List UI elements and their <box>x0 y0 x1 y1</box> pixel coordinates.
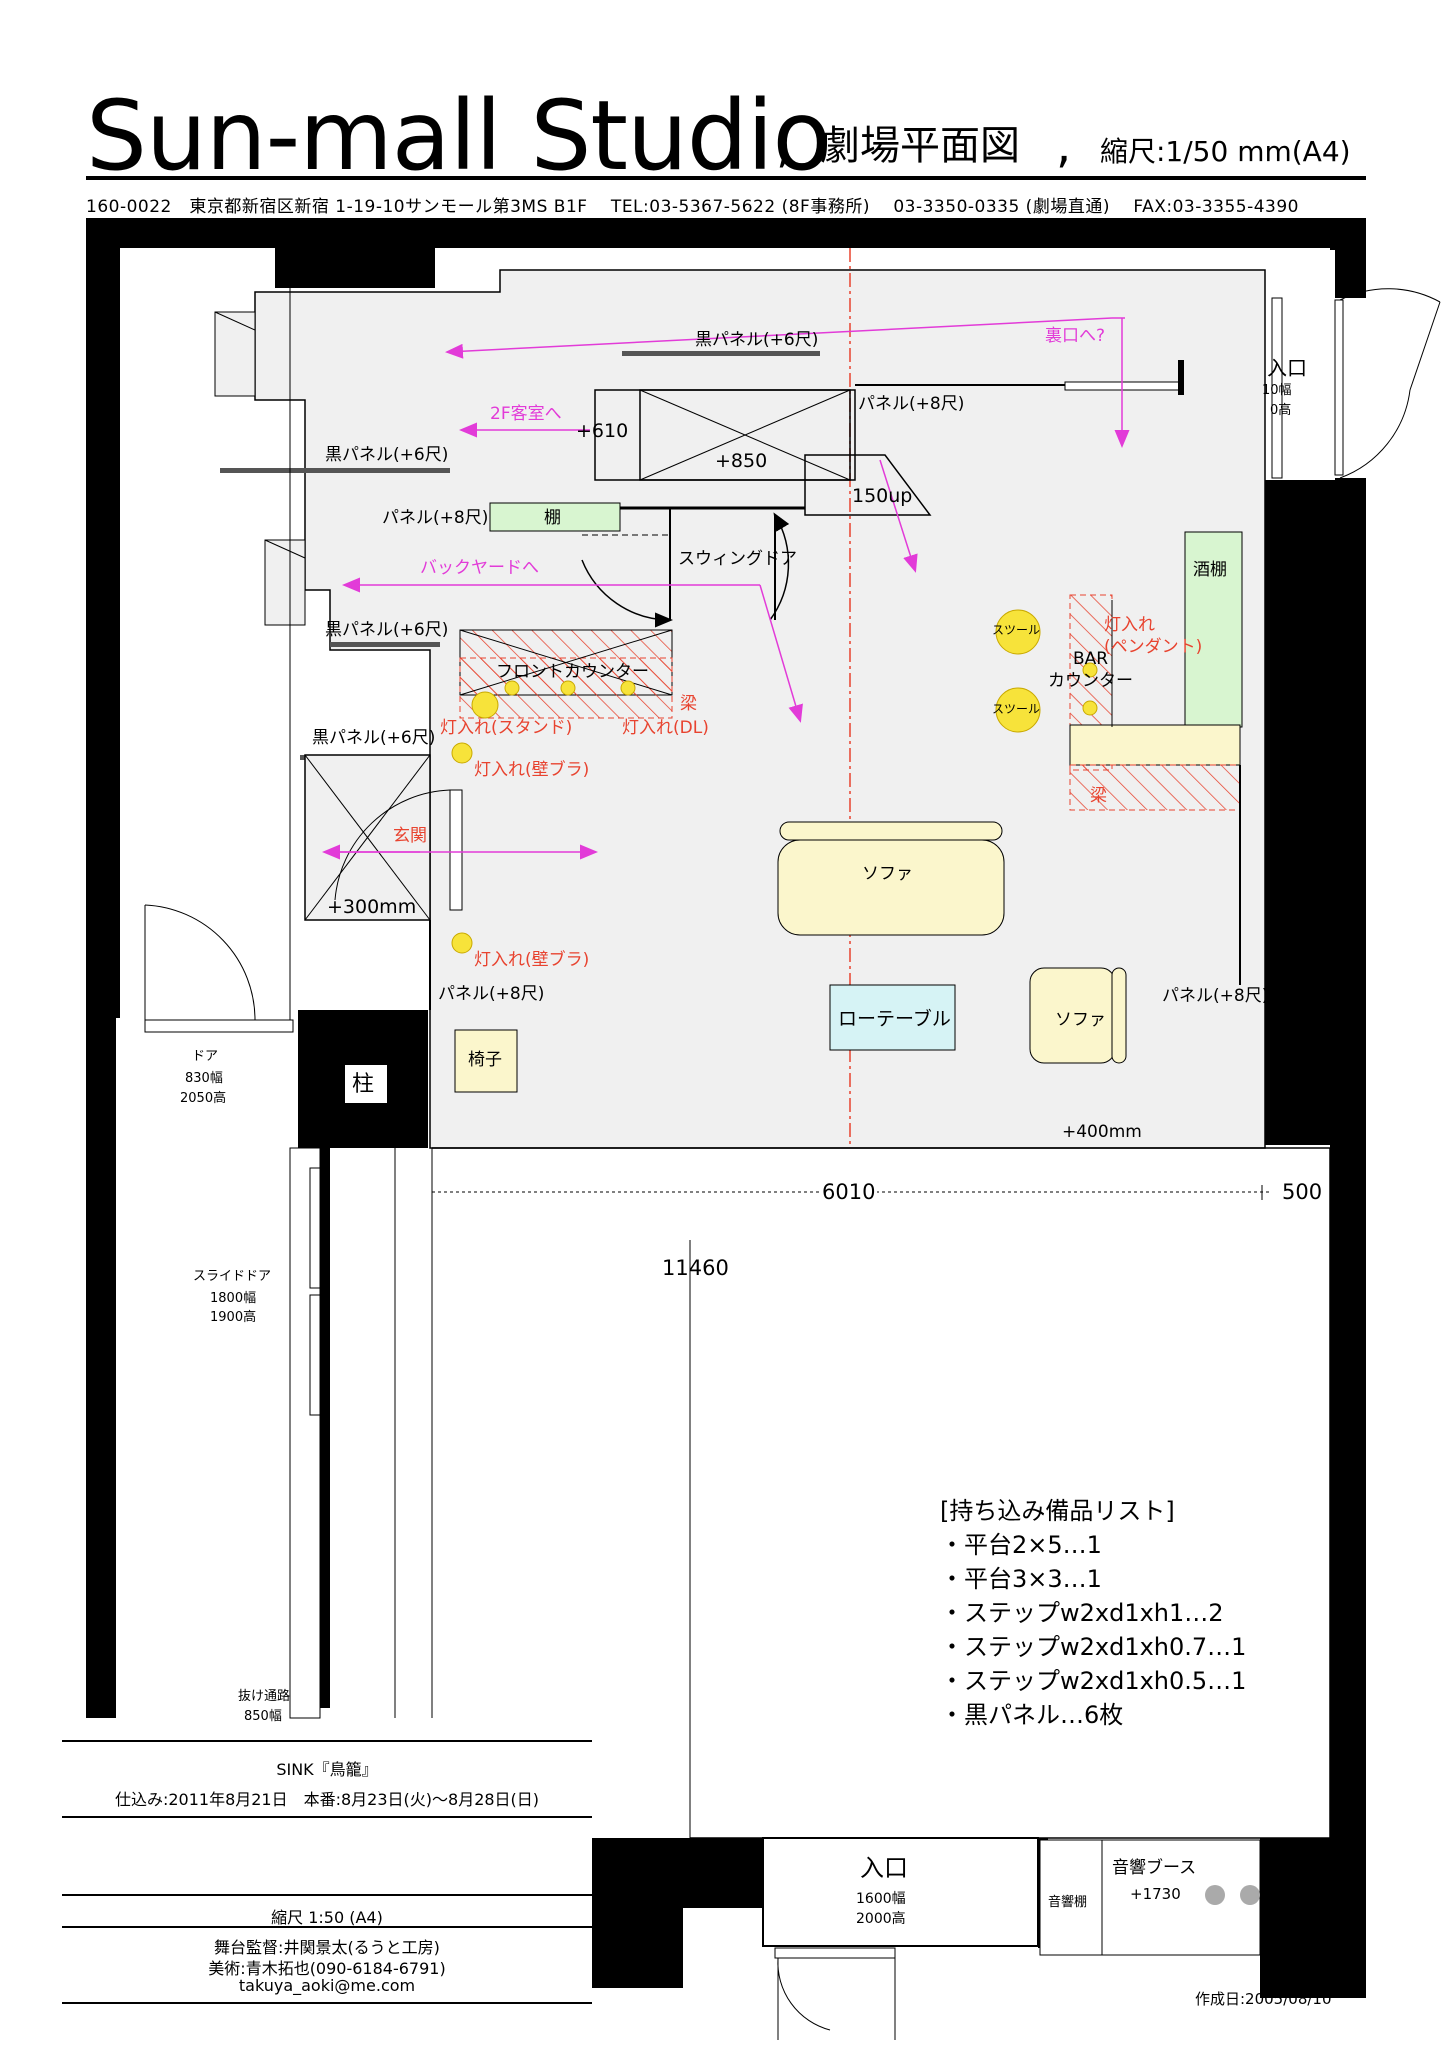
label-plus850: +850 <box>715 450 768 472</box>
label-sound-booth: 音響ブース <box>1112 1858 1197 1878</box>
label-door: ドア <box>192 1049 219 1064</box>
label-bar-counter: BAR カウンター <box>1048 649 1133 691</box>
label-entrance-top-right: 入口 <box>1267 356 1307 380</box>
label-sofa-2: ソファ <box>1055 1010 1106 1030</box>
label-plus300: +300mm <box>327 896 417 918</box>
label-black-panel-left2: 黒パネル(+6尺) <box>325 620 449 640</box>
label-light-wall-2: 灯入れ(壁ブラ) <box>474 950 590 970</box>
label-sofa-1: ソファ <box>862 864 913 884</box>
art-director: 美術:青木拓也(090-6184-6791) <box>208 1959 446 1978</box>
studio-title: Sun-mall Studio <box>86 80 831 192</box>
equipment-item: ・黒パネル…6枚 <box>940 1701 1124 1729</box>
label-door-height: 2050高 <box>180 1091 227 1106</box>
scale-separator: , <box>1056 118 1072 174</box>
equipment-item: ・平台2×5…1 <box>940 1531 1102 1559</box>
label-back-entrance: 裏口へ? <box>1045 326 1106 346</box>
label-light-wall-1: 灯入れ(壁ブラ) <box>474 760 590 780</box>
label-slide-door: スライドドア <box>193 1269 272 1284</box>
label-swing-door: スウィングドア <box>678 549 797 569</box>
title-separator: , <box>776 118 792 174</box>
equipment-item: ・ステップw2xd1xh0.7…1 <box>940 1633 1247 1661</box>
label-passage: 抜け通路 <box>238 1689 291 1704</box>
stage-manager: 舞台監督:井関景太(るうと工房) <box>214 1938 440 1957</box>
label-sound-booth-height: +1730 <box>1130 1885 1181 1903</box>
label-stool-2: スツール <box>992 702 1041 716</box>
dimension-11460: 11460 <box>662 1256 729 1280</box>
dimension-6010: 6010 <box>820 1180 878 1204</box>
label-door-width: 830幅 <box>185 1071 223 1086</box>
label-150up: 150up <box>852 485 913 507</box>
label-panel-8-right: パネル(+8尺) <box>1162 986 1269 1006</box>
label-light-pendant: 灯入れ (ペンダント) <box>1104 615 1203 657</box>
label-to-2f: 2F客室へ <box>490 404 562 424</box>
north-wall-block <box>275 218 435 288</box>
equipment-item: ・平台3×3…1 <box>940 1565 1102 1593</box>
label-plus610: +610 <box>576 420 629 442</box>
label-light-stand: 灯入れ(スタンド) <box>440 718 573 738</box>
header-rule <box>86 176 1366 180</box>
label-slide-door-width: 1800幅 <box>210 1291 257 1306</box>
label-entrance-top-right-height: 0高 <box>1270 403 1292 418</box>
label-black-panel-top: 黒パネル(+6尺) <box>695 330 819 350</box>
production-title: SINK『鳥籠』 <box>276 1760 378 1779</box>
label-panel-8-bottom: パネル(+8尺) <box>438 984 545 1004</box>
dimension-500: 500 <box>1282 1180 1323 1204</box>
label-beam-2: 梁 <box>1090 786 1107 806</box>
address-line: 160-0022 東京都新宿区新宿 1-19-10サンモール第3MS B1F T… <box>86 197 1300 217</box>
label-entrance-bottom-width: 1600幅 <box>856 1891 906 1907</box>
label-panel-8-left: パネル(+8尺) <box>382 508 489 528</box>
label-black-panel-left3: 黒パネル(+6尺) <box>312 728 436 748</box>
label-plus400: +400mm <box>1062 1122 1142 1142</box>
label-pillar: 柱 <box>352 1072 375 1097</box>
label-panel-8-top: パネル(+8尺) <box>858 394 965 414</box>
label-light-dl: 灯入れ(DL) <box>622 718 709 738</box>
label-slide-door-height: 1900高 <box>210 1310 257 1325</box>
created-date: 作成日:2005/08/10 <box>1195 1990 1332 2008</box>
label-liquor-shelf: 酒棚 <box>1193 560 1227 580</box>
contact-email: takuya_aoki@me.com <box>238 1976 416 1995</box>
label-shelf: 棚 <box>544 508 561 528</box>
label-entrance-bottom: 入口 <box>860 1854 908 1882</box>
plan-subtitle: 劇場平面図 <box>820 123 1020 169</box>
label-front-counter: フロントカウンター <box>496 662 649 682</box>
label-entrance-bottom-height: 2000高 <box>856 1911 906 1927</box>
label-chair: 椅子 <box>468 1050 502 1070</box>
schedule-line: 仕込み:2011年8月21日 本番:8月23日(火)〜8月28日(日) <box>114 1790 540 1809</box>
equipment-list-heading: [持ち込み備品リスト] <box>940 1497 1175 1525</box>
label-low-table: ローテーブル <box>838 1008 951 1030</box>
label-entrance-hall: 玄関 <box>393 826 427 846</box>
label-sound-shelf: 音響棚 <box>1048 1895 1088 1910</box>
info-box: SINK『鳥籠』 仕込み:2011年8月21日 本番:8月23日(火)〜8月28… <box>62 1740 592 2005</box>
equipment-item: ・ステップw2xd1xh1…2 <box>940 1599 1224 1627</box>
scale-label: 縮尺:1/50 mm(A4) <box>1100 135 1351 168</box>
equipment-list: [持ち込み備品リスト] ・平台2×5…1 ・平台3×3…1 ・ステップw2xd1… <box>940 1494 1246 1732</box>
label-black-panel-left1: 黒パネル(+6尺) <box>325 445 449 465</box>
info-scale: 縮尺 1:50 (A4) <box>271 1908 383 1927</box>
label-entrance-top-right-width: 10幅 <box>1262 383 1292 398</box>
label-stool-1: スツール <box>992 623 1041 637</box>
label-passage-width: 850幅 <box>244 1709 282 1724</box>
label-backyard: バックヤードへ <box>420 558 539 578</box>
label-beam-1: 梁 <box>680 694 697 714</box>
equipment-item: ・ステップw2xd1xh0.5…1 <box>940 1667 1247 1695</box>
